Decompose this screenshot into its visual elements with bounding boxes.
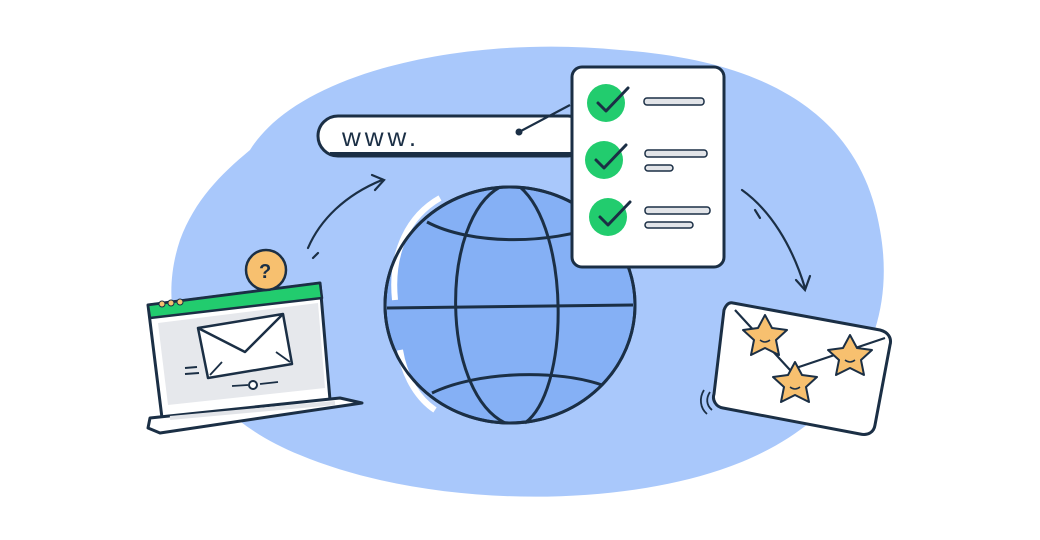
question-badge-text: ?: [259, 261, 271, 283]
checklist-item: [585, 141, 708, 179]
star-icon: [827, 334, 873, 376]
star-icon: [772, 361, 818, 403]
url-bar: www.: [316, 104, 590, 158]
checklist-card: [570, 65, 726, 269]
arrow-to-url-icon: [306, 173, 386, 260]
star-icon: [742, 314, 788, 356]
check-circle-icon: [589, 198, 627, 236]
envelope-with-stars-icon: [700, 301, 892, 436]
arrow-to-envelope-icon: [740, 188, 812, 293]
check-circle-icon: [587, 84, 625, 122]
url-text: www.: [341, 122, 420, 152]
laptop-icon: ?: [146, 248, 364, 435]
question-mark-icon: ?: [244, 248, 288, 292]
checklist-item: [587, 84, 705, 122]
check-circle-icon: [585, 141, 623, 179]
envelope-icon: [196, 312, 294, 380]
checklist-item: [589, 198, 711, 236]
